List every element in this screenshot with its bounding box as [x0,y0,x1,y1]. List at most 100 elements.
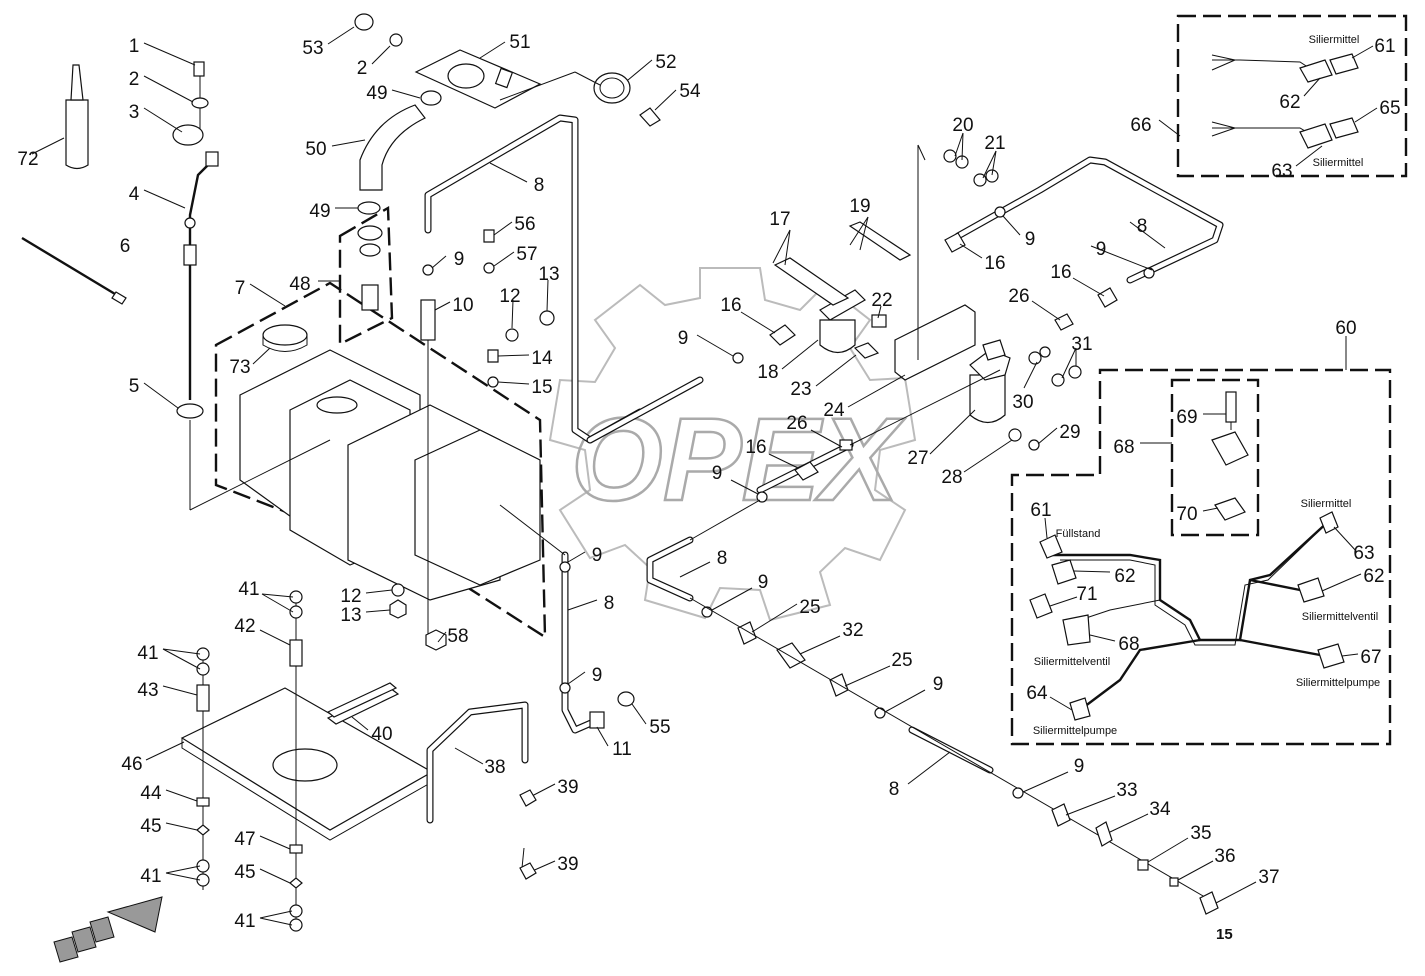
tank-bracket [180,687,529,841]
pump-line [586,144,1224,915]
callout-49: 49 [366,83,387,104]
callout-3: 3 [129,102,140,123]
callout-47: 47 [234,829,255,850]
callout-38: 38 [484,757,505,778]
callout-36: 36 [1214,846,1235,867]
callout-17: 17 [769,209,790,230]
callout-9: 9 [1096,239,1107,260]
callout-64: 64 [1026,683,1048,704]
page-number: 15 [1216,926,1233,943]
callout-42: 42 [234,616,255,637]
callout-2: 2 [129,69,140,90]
callout-16: 16 [745,437,766,458]
callout-14: 14 [531,348,553,369]
tank-assembly [214,281,547,640]
callout-16: 16 [984,253,1005,274]
callout-5: 5 [129,376,140,397]
callout-65: 65 [1379,98,1400,119]
component-label: Siliermittel [1301,498,1352,510]
callout-70: 70 [1176,504,1197,525]
callout-40: 40 [371,724,392,745]
callout-25: 25 [891,650,912,671]
callout-26: 26 [786,413,807,434]
callout-63: 63 [1271,161,1292,182]
callout-44: 44 [140,783,162,804]
callout-1: 1 [129,36,140,57]
callout-16: 16 [1050,262,1071,283]
callout-58: 58 [447,626,468,647]
callout-24: 24 [823,400,845,421]
watermark-gear: OPEX [548,267,917,622]
harness-box-66 [1176,14,1408,178]
callout-16: 16 [720,295,741,316]
callout-33: 33 [1116,780,1137,801]
callout-67: 67 [1360,647,1381,668]
callout-31: 31 [1071,334,1092,355]
callout-9: 9 [454,249,465,270]
callout-46: 46 [121,754,142,775]
component-labels: SiliermittelSiliermittelSiliermittelFüll… [1033,34,1380,737]
callout-7: 7 [235,278,246,299]
callout-12: 12 [340,586,361,607]
callout-9: 9 [758,572,769,593]
callout-41: 41 [137,643,158,664]
callout-61: 61 [1030,500,1051,521]
callout-60: 60 [1335,318,1356,339]
direction-arrow [53,896,163,963]
bracket-bolts [196,590,303,932]
callout-43: 43 [137,680,158,701]
callout-18: 18 [757,362,778,383]
component-label: Siliermittelpumpe [1033,725,1117,737]
return-line [499,504,635,734]
callout-49: 49 [309,201,330,222]
callout-8: 8 [717,548,728,569]
callout-48: 48 [289,274,310,295]
callout-63: 63 [1353,543,1374,564]
callout-11: 11 [612,739,632,760]
callout-41: 41 [234,911,255,932]
callout-12: 12 [499,286,520,307]
component-label: Siliermittelventil [1034,656,1110,668]
component-label: Siliermittel [1313,157,1364,169]
callout-66: 66 [1130,115,1151,136]
callout-21: 21 [984,133,1005,154]
callout-39: 39 [557,854,578,875]
callout-51: 51 [509,32,530,53]
callout-8: 8 [604,593,615,614]
level-sensor [172,61,331,511]
callout-8: 8 [534,175,545,196]
strip-part [326,682,398,718]
callout-62: 62 [1363,566,1384,587]
callout-62: 62 [1114,566,1135,587]
component-label: Siliermittelventil [1302,611,1378,623]
harness-box-60 [1010,368,1392,746]
callout-72: 72 [17,149,38,170]
callout-20: 20 [952,115,973,136]
callout-41: 41 [238,579,259,600]
watermark-text: OPEX [571,394,905,526]
callout-13: 13 [340,605,361,626]
callout-15: 15 [531,377,552,398]
callout-9: 9 [678,328,689,349]
component-label: Siliermittelpumpe [1296,677,1380,689]
callout-9: 9 [592,545,603,566]
callout-26: 26 [1008,286,1029,307]
callout-57: 57 [516,244,537,265]
callout-54: 54 [679,81,701,102]
callout-13: 13 [538,264,559,285]
sealant-tube [65,64,89,170]
callout-61: 61 [1374,36,1395,57]
cable-tie [21,236,127,305]
callout-53: 53 [302,38,323,59]
callout-30: 30 [1012,392,1033,413]
callout-8: 8 [889,779,900,800]
callout-45: 45 [140,816,161,837]
callout-9: 9 [592,665,603,686]
callout-6: 6 [120,236,131,257]
callout-68: 68 [1113,437,1134,458]
callout-71: 71 [1076,584,1097,605]
callout-29: 29 [1059,422,1080,443]
callout-73: 73 [229,357,250,378]
